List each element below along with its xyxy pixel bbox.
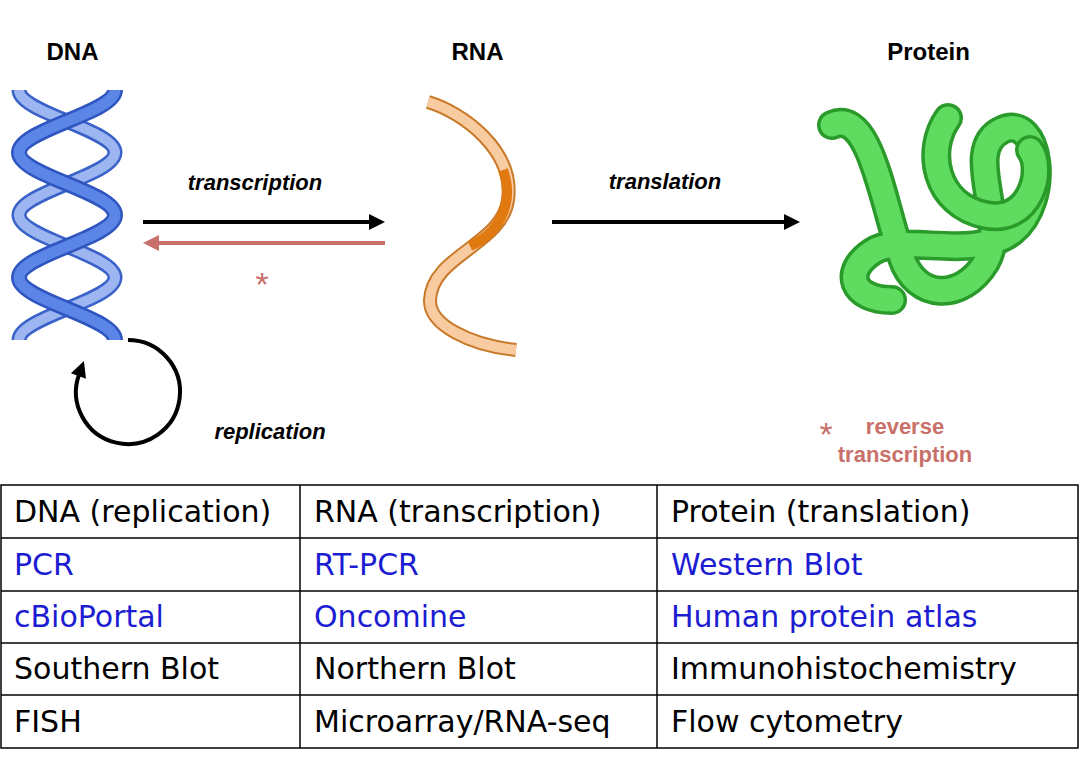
table-cell: PCR	[14, 547, 74, 583]
connector-line	[157, 241, 385, 245]
molecule-node: DNA	[10, 30, 135, 340]
dna-helix	[19, 90, 115, 340]
footnote-text: reverse transcription	[820, 413, 990, 469]
arrow-head	[784, 214, 800, 230]
table-rule	[1, 694, 1078, 696]
connector-line	[143, 220, 371, 224]
arrow-head	[369, 214, 385, 230]
table-cell: Flow cytometry	[671, 704, 903, 740]
table-cell: DNA (replication)	[14, 494, 271, 530]
arrow-label: translation	[609, 169, 721, 195]
table-border	[1, 485, 1078, 748]
flow-arrow	[71, 340, 180, 444]
table-grid	[1, 485, 1078, 748]
flow-arrow	[143, 235, 385, 251]
molecule-label: Protein	[806, 38, 1051, 66]
arrow-head	[71, 361, 86, 379]
molecule-node: RNA	[405, 30, 550, 350]
table-cell: RNA (transcription)	[314, 494, 602, 530]
protein-tube-outline	[936, 118, 1035, 216]
table-cell: FISH	[14, 704, 82, 740]
arrow-label: *	[255, 265, 268, 304]
helix-strand-outline	[19, 90, 115, 340]
table-rule	[1, 642, 1078, 644]
table-rule	[299, 485, 301, 748]
rna-ribbon	[428, 102, 516, 350]
molecule-label: DNA	[10, 38, 135, 66]
table-cell: Microarray/RNA-seq	[314, 704, 611, 740]
table-cell: Oncomine	[314, 599, 467, 635]
table-cell: Protein (translation)	[671, 494, 970, 530]
flow-arrow	[552, 214, 800, 230]
connector-arc	[76, 340, 180, 444]
table-cell: Immunohistochemistry	[671, 651, 1017, 687]
table-cell: Western Blot	[671, 547, 863, 583]
arrow-label: transcription	[188, 170, 322, 196]
table-cell: cBioPortal	[14, 599, 164, 635]
table-cell: RT-PCR	[314, 547, 419, 583]
protein-fold	[832, 118, 1037, 300]
helix-strand	[19, 90, 115, 340]
arrow-head	[143, 235, 159, 251]
footnote-marker: *	[819, 415, 832, 454]
connector-line	[552, 220, 786, 224]
table-cell: Human protein atlas	[671, 599, 977, 635]
table-rule	[1, 590, 1078, 592]
table-cell: Northern Blot	[314, 651, 516, 687]
arrow-label: replication	[214, 419, 325, 445]
table-rule	[656, 485, 658, 748]
table-rule	[1, 537, 1078, 539]
molecule-node: Protein	[806, 30, 1051, 320]
rna-ribbon-outline	[428, 102, 516, 350]
flow-arrow	[143, 214, 385, 230]
table-cell: Southern Blot	[14, 651, 219, 687]
rna-twist	[470, 170, 507, 246]
rna-strand	[428, 102, 516, 350]
protein-tube	[936, 118, 1035, 216]
molecule-label: RNA	[405, 38, 550, 66]
helix-strand-outline	[19, 90, 115, 340]
helix-strand	[19, 90, 115, 340]
